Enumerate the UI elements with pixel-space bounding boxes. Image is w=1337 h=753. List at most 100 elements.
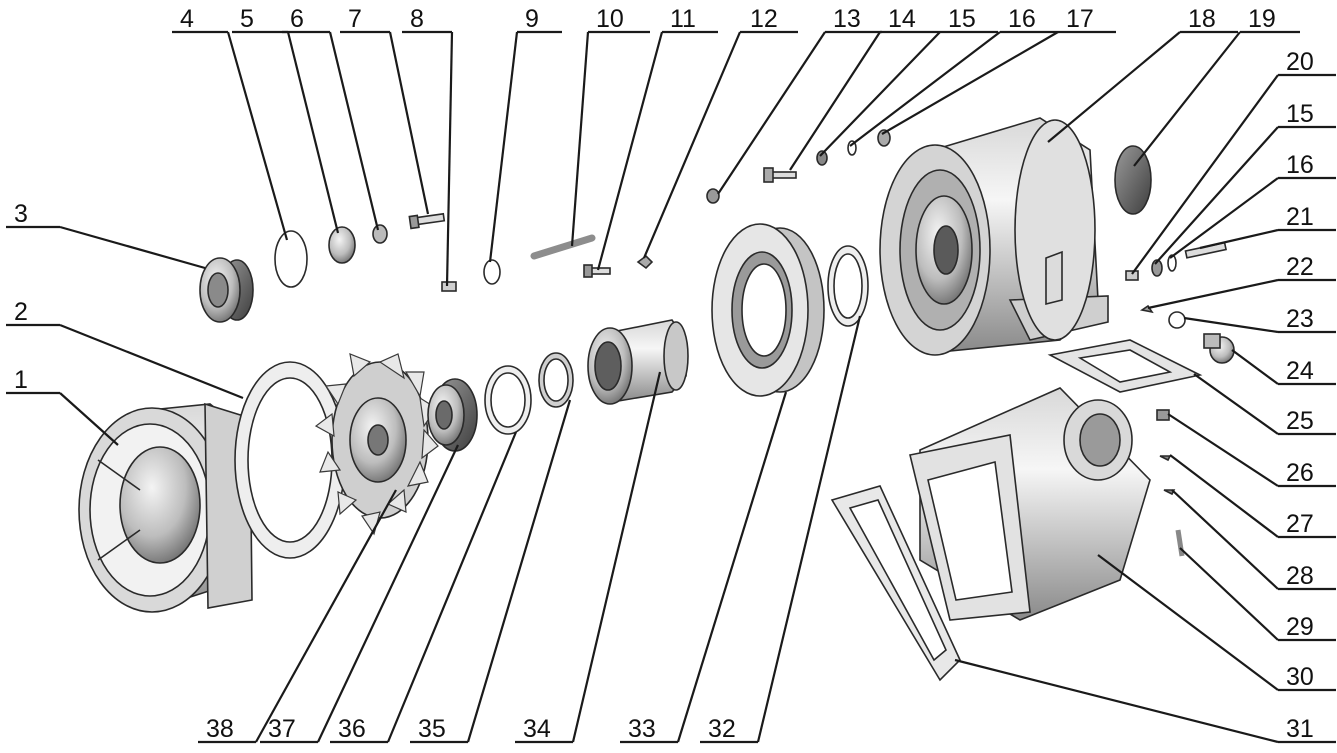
callout-number: 14 [888, 5, 916, 33]
callout-leader [1154, 126, 1279, 265]
callout-number: 34 [523, 715, 551, 743]
callout-number: 13 [833, 5, 861, 33]
part-6-ring [372, 224, 388, 244]
part-22-clip [1139, 304, 1154, 314]
callout-16a: 16 [849, 5, 1058, 147]
callout-33: 33 [620, 391, 788, 744]
callout-leader [466, 399, 572, 743]
callout-number: 17 [1066, 5, 1094, 33]
part-1-inlet-housing [78, 402, 253, 613]
callout-31: 31 [954, 658, 1336, 744]
part-11-bolt [583, 264, 611, 278]
part-38-impeller [314, 353, 439, 536]
part-9-ring [483, 259, 501, 285]
callout-number: 20 [1286, 48, 1314, 76]
callout-34: 34 [515, 371, 662, 744]
part-17-nut [877, 129, 891, 147]
callout-23: 23 [1183, 305, 1336, 334]
callout-leader [317, 444, 459, 743]
part-31-gasket [830, 485, 961, 682]
callout-29: 29 [1179, 547, 1336, 642]
callout-12: 12 [642, 5, 798, 259]
callout-leader [881, 31, 1059, 135]
part-16-washer [847, 140, 857, 156]
callout-number: 8 [410, 5, 424, 33]
callout-leader [488, 31, 519, 263]
callout-number: 26 [1286, 459, 1314, 487]
callout-leader [445, 31, 454, 287]
part-12-clip [636, 254, 654, 270]
part-15-washer-b [1151, 259, 1163, 277]
callout-number: 12 [750, 5, 778, 33]
callout-number: 10 [596, 5, 624, 33]
callout-number: 35 [418, 715, 446, 743]
callout-20: 20 [1131, 48, 1336, 275]
callout-22: 22 [1147, 253, 1336, 310]
part-13-bolt [763, 167, 797, 183]
part-7-bolt [408, 212, 446, 230]
callout-leader [642, 31, 742, 259]
callout-14: 14 [789, 5, 940, 171]
callout-2: 2 [6, 298, 244, 400]
callout-leader [1199, 228, 1279, 250]
callout-leader [1171, 489, 1279, 590]
callout-leader [1169, 177, 1279, 259]
callout-leader [756, 315, 862, 743]
part-33-guide-vane-ring [711, 223, 825, 397]
parts-layer [78, 117, 1235, 682]
callout-leader [286, 31, 340, 234]
callout-1: 1 [6, 366, 119, 446]
callout-leader [1131, 74, 1279, 275]
part-35-ring [538, 352, 574, 408]
callout-number: 3 [14, 200, 28, 228]
callout-leader [1169, 454, 1279, 538]
part-21-bolt [1184, 241, 1228, 259]
callout-3: 3 [6, 200, 206, 270]
callout-number: 23 [1286, 305, 1314, 333]
callout-leader [1097, 554, 1279, 691]
part-15-washer [816, 150, 828, 166]
callout-number: 5 [240, 5, 254, 33]
callout-leader [849, 31, 1001, 147]
part-3-coupling [199, 257, 254, 323]
callout-number: 7 [348, 5, 362, 33]
callout-15b: 15 [1154, 100, 1336, 265]
callout-19: 19 [1133, 5, 1300, 167]
callout-number: 15 [1286, 100, 1314, 128]
callout-25: 25 [1193, 373, 1336, 436]
callout-leader [1147, 278, 1279, 310]
callout-number: 30 [1286, 663, 1314, 691]
callout-leader [1231, 349, 1279, 385]
callout-number: 2 [14, 298, 28, 326]
callout-4: 4 [172, 5, 289, 241]
callout-leader [255, 489, 397, 743]
callout-leader [717, 31, 826, 195]
callout-number: 15 [948, 5, 976, 33]
callout-number: 25 [1286, 407, 1314, 435]
part-20-sleeve [1125, 270, 1139, 281]
callout-number: 11 [670, 5, 696, 33]
callout-number: 21 [1286, 203, 1314, 231]
part-8-plug [441, 281, 457, 292]
part-14-washer [706, 188, 720, 204]
callout-16b: 16 [1169, 151, 1336, 259]
callout-leader [954, 658, 1279, 744]
callout-32: 32 [700, 315, 862, 744]
callout-number: 33 [628, 715, 656, 743]
callout-8: 8 [402, 5, 454, 287]
callout-number: 16 [1286, 151, 1314, 179]
callout-leader [226, 31, 289, 241]
callout-number: 36 [338, 715, 366, 743]
callout-number: 29 [1286, 613, 1314, 641]
callout-38: 38 [198, 489, 397, 744]
part-2-gasket [234, 361, 346, 559]
part-5-disc [328, 226, 356, 264]
callout-number: 32 [708, 715, 736, 743]
callout-number: 1 [14, 366, 28, 394]
callout-leader [789, 31, 881, 171]
callout-number: 24 [1286, 357, 1314, 385]
callout-number: 16 [1008, 5, 1036, 33]
callout-number: 18 [1188, 5, 1216, 33]
